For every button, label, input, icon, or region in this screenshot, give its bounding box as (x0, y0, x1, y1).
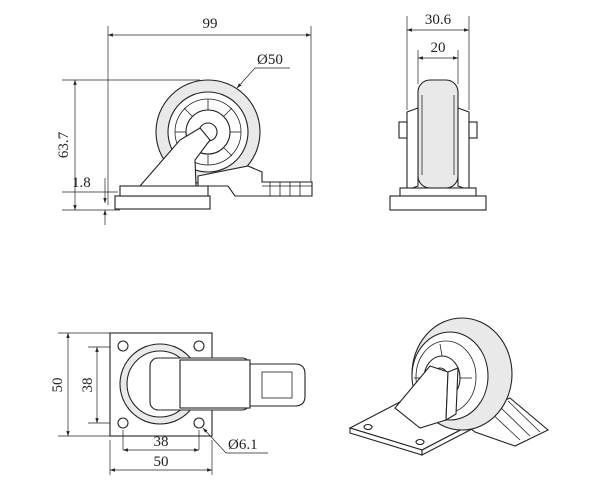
isometric-view (348, 317, 550, 456)
front-fork-right (457, 107, 470, 191)
mounting-hole (117, 417, 129, 429)
wheel-diameter-label: Ø50 (257, 52, 283, 68)
mounting-hole (193, 417, 205, 429)
side-fork (138, 127, 211, 187)
overall-height-label: 63.7 (56, 131, 72, 158)
mounting-hole (193, 340, 205, 352)
bracket-width-label: 30.6 (425, 12, 452, 28)
plate-thickness-label: 1.8 (72, 175, 91, 191)
mounting-hole (117, 340, 129, 352)
hole-spacing-width-label: 38 (154, 434, 169, 450)
side-view: 99 63.7 1.8 Ø50 (56, 16, 313, 225)
wheel-width-label: 20 (431, 40, 446, 56)
side-brake-pedal (197, 165, 313, 197)
plate-outer-height-label: 50 (50, 378, 66, 393)
hole-diameter-label: Ø6.1 (228, 437, 258, 453)
top-view: 50 38 38 50 Ø6.1 (50, 332, 306, 475)
front-view: 30.6 20 (389, 12, 487, 211)
top-brake-pedal (249, 363, 306, 407)
front-wheel (417, 79, 459, 189)
plate-outer-width-label: 50 (154, 454, 169, 470)
front-fork-left (406, 107, 419, 191)
hole-spacing-height-label: 38 (80, 378, 96, 393)
overall-width-label: 99 (203, 16, 218, 32)
side-base-plate (114, 195, 211, 210)
front-base-plate (389, 195, 487, 211)
